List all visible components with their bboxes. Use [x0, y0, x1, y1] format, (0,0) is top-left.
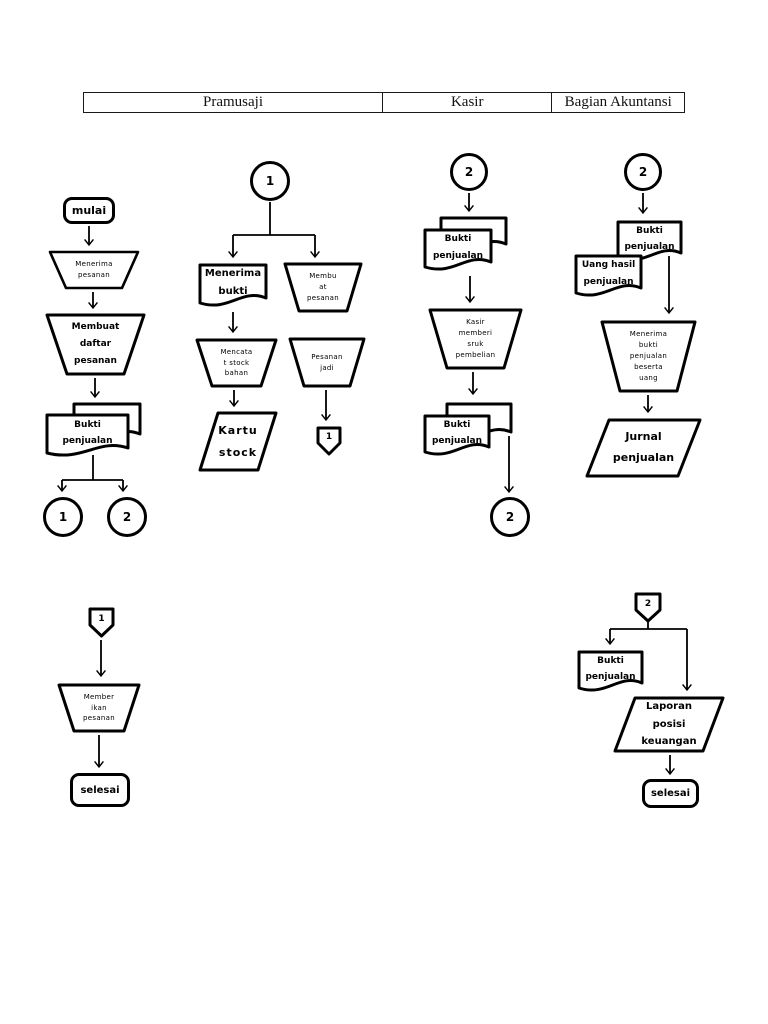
membuat-pesanan-label: Membu at pesanan — [307, 272, 339, 302]
jurnal-penjualan-label: Jurnal penjualan — [612, 430, 675, 464]
manual-op-mencatat-stock: Mencata t stock bahan — [195, 338, 278, 388]
document-bukti-penjualan-kasir-in: Bukti penjualan — [423, 228, 493, 274]
connector-line — [62, 455, 123, 481]
connector-circle-2-akuntansi-in: 2 — [624, 153, 662, 191]
menerima-pesanan-label: Menerima pesanan — [75, 260, 113, 279]
connector-circle-1: 1 — [43, 497, 83, 537]
offpage-2-in-label: 2 — [644, 598, 652, 609]
manual-op-pesanan-jadi: Pesanan jadi — [288, 337, 366, 388]
manual-op-menerima-pesanan: Menerima pesanan — [48, 250, 140, 290]
membuat-daftar-pesanan-label: Membuat daftar pesanan — [71, 321, 120, 367]
manual-op-kasir-memberi-struk: Kasir memberi sruk pembelian — [428, 308, 523, 370]
connector-line — [233, 202, 315, 236]
menerima-bukti-label: Menerima bukti — [204, 267, 262, 298]
mencatat-stock-label: Mencata t stock bahan — [220, 347, 253, 378]
document-bukti-penjualan-laporan: Bukti penjualan — [577, 650, 644, 695]
kasir-memberi-struk-label: Kasir memberi sruk pembelian — [455, 318, 496, 359]
offpage-1-in-label: 1 — [98, 613, 105, 624]
offpage-1-label: 1 — [325, 432, 333, 442]
bukti-penjualan-laporan-label: Bukti penjualan — [585, 655, 636, 682]
connector-circle-2-kasir-in: 2 — [450, 153, 488, 191]
bukti-penjualan-kasir-out-label: Bukti penjualan — [431, 419, 483, 446]
document-bukti-penjualan-kasir-out: Bukti penjualan — [423, 414, 491, 459]
manual-op-memberikan-pesanan: Member ikan pesanan — [57, 683, 141, 733]
connector-circle-1-in: 1 — [250, 161, 290, 201]
manual-op-membuat-pesanan: Membu at pesanan — [283, 262, 363, 313]
pesanan-jadi-label: Pesanan jadi — [311, 352, 343, 372]
uang-hasil-penjualan-label: Uang hasil penjualan — [581, 260, 636, 287]
parallelogram-jurnal-penjualan: Jurnal penjualan — [585, 418, 702, 478]
memberikan-pesanan-label: Member ikan pesanan — [83, 692, 115, 723]
connector-circle-2-kasir-out: 2 — [490, 497, 530, 537]
terminal-mulai: mulai — [63, 197, 115, 224]
document-bukti-penjualan: Bukti penjualan — [45, 413, 130, 460]
kartu-stock-label: Kartu stock — [218, 423, 258, 459]
parallelogram-kartu-stock: Kartu stock — [198, 411, 278, 472]
lane-header-pramusaji: Pramusaji — [84, 93, 383, 112]
offpage-connector-2-in: 2 — [634, 592, 662, 623]
parallelogram-laporan-posisi-keuangan: Laporan posisi keuangan — [613, 696, 725, 753]
manual-op-menerima-bukti-uang: Menerima bukti penjualan beserta uang — [600, 320, 697, 393]
bukti-penjualan-label: Bukti penjualan — [62, 419, 113, 446]
offpage-connector-1: 1 — [316, 426, 342, 456]
terminal-selesai-pramusaji: selesai — [70, 773, 130, 807]
lane-header-bagian-akuntansi: Bagian Akuntansi — [564, 94, 672, 110]
manual-op-membuat-daftar-pesanan: Membuat daftar pesanan — [45, 313, 146, 376]
lane-header-table: Pramusaji Kasir Bagian Akuntansi — [83, 92, 685, 113]
menerima-bukti-uang-label: Menerima bukti penjualan beserta uang — [629, 330, 668, 382]
lane-header-kasir: Kasir — [383, 93, 553, 112]
document-menerima-bukti: Menerima bukti — [198, 263, 268, 310]
laporan-posisi-keuangan-label: Laporan posisi keuangan — [641, 701, 697, 748]
bukti-penjualan-kasir-in-label: Bukti penjualan — [432, 234, 484, 261]
document-uang-hasil-penjualan: Uang hasil penjualan — [574, 254, 643, 300]
terminal-selesai-akuntansi: selesai — [642, 779, 699, 808]
bukti-penjualan-akuntansi-label: Bukti penjualan — [624, 225, 675, 252]
offpage-connector-1-in: 1 — [88, 607, 115, 638]
connector-circle-2: 2 — [107, 497, 147, 537]
